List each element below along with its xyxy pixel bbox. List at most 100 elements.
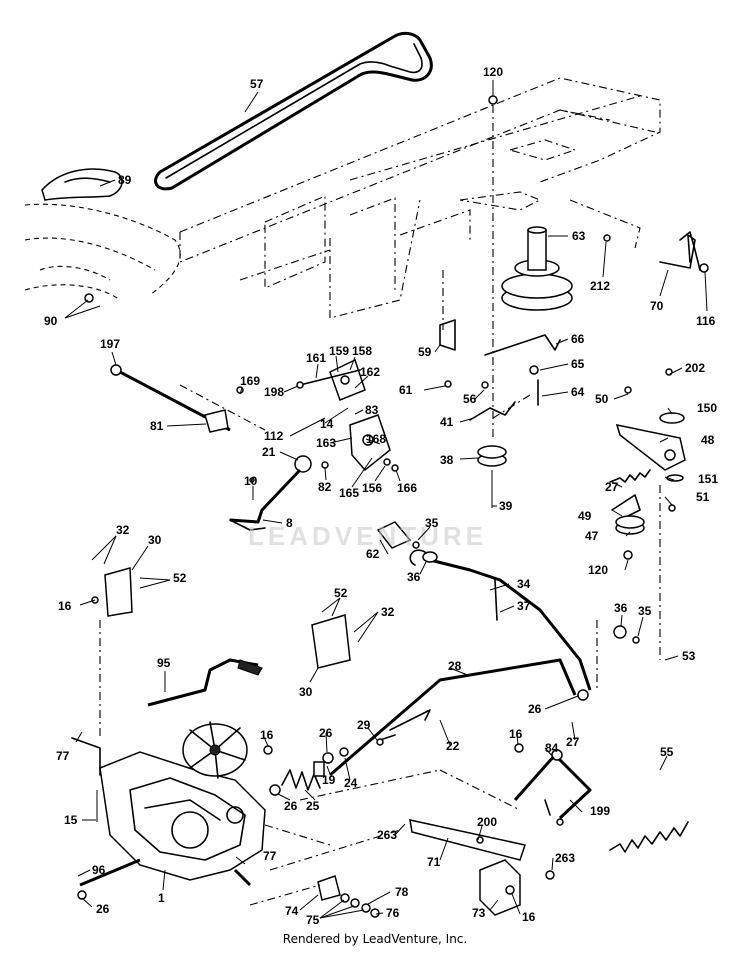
- callout-10: 10: [244, 474, 258, 488]
- callout-49: 49: [578, 509, 592, 523]
- transaxle: [71, 721, 266, 887]
- callout-116: 116: [696, 314, 716, 328]
- callout-26-axle: 26: [96, 902, 110, 916]
- idler-bracket-70: [659, 234, 696, 269]
- shift-lever: [229, 455, 312, 531]
- callout-120-lower: 120: [588, 563, 608, 577]
- callout-75: 75: [306, 913, 320, 927]
- callout-16-fan: 16: [260, 728, 274, 742]
- callout-82: 82: [318, 480, 332, 494]
- mount-bracket-30a: [104, 567, 133, 617]
- callout-51: 51: [696, 490, 710, 504]
- callout-56: 56: [463, 392, 477, 406]
- spring-27-upper: [609, 469, 651, 483]
- callout-19: 19: [322, 773, 336, 787]
- callout-53: 53: [682, 649, 696, 663]
- leader-lines: [64, 80, 708, 919]
- callout-120: 120: [483, 65, 503, 79]
- callout-21: 21: [262, 445, 276, 459]
- callout-26-spring: 26: [319, 726, 333, 740]
- callout-41: 41: [440, 415, 454, 429]
- callout-32-center: 32: [381, 605, 395, 619]
- callout-73: 73: [472, 906, 486, 920]
- callout-112: 112: [264, 429, 284, 443]
- callout-25: 25: [306, 799, 320, 813]
- belt-keeper-66: [484, 334, 561, 356]
- callout-83: 83: [365, 403, 379, 417]
- clutch-bracket: [299, 358, 391, 472]
- belt-guide-41: [469, 401, 516, 421]
- callout-169: 169: [240, 374, 260, 388]
- callout-59: 59: [418, 345, 432, 359]
- alignment-lines: [99, 105, 661, 906]
- callout-66: 66: [571, 332, 585, 346]
- seat-pad: [41, 168, 123, 201]
- callout-165: 165: [339, 486, 359, 500]
- callout-34: 34: [517, 577, 531, 591]
- callout-30-center: 30: [299, 685, 313, 699]
- extension-spring-55: [609, 821, 689, 853]
- callout-27-lower: 27: [566, 735, 580, 749]
- callout-16-bracket: 16: [522, 910, 536, 924]
- callout-32-left: 32: [116, 523, 130, 537]
- frame-outline: [179, 77, 661, 319]
- pedal-shaft-84: [513, 749, 592, 820]
- callout-22: 22: [446, 739, 460, 753]
- callout-166: 166: [397, 481, 417, 495]
- callout-1: 1: [158, 891, 165, 905]
- callout-35-lower: 35: [638, 604, 652, 618]
- callout-168: 168: [366, 432, 386, 446]
- callout-89: 89: [118, 173, 132, 187]
- callout-65: 65: [571, 357, 585, 371]
- callout-84: 84: [545, 741, 559, 755]
- spring-25-group: [269, 747, 349, 796]
- callout-74: 74: [285, 904, 299, 918]
- park-brake-rod: [147, 658, 263, 707]
- callout-29: 29: [357, 718, 371, 732]
- engine-pulley: [501, 226, 573, 311]
- callout-71: 71: [427, 855, 441, 869]
- callout-55: 55: [660, 745, 674, 759]
- bushing-74-group: [317, 875, 380, 918]
- callout-156: 156: [362, 481, 382, 495]
- callout-47: 47: [585, 529, 599, 543]
- callout-labels: 57 89 90 120 63 212 70 116 197 161 159 1…: [44, 65, 718, 927]
- callout-50: 50: [595, 392, 609, 406]
- callout-24: 24: [344, 776, 358, 790]
- callout-200: 200: [477, 815, 497, 829]
- callout-26-trans: 26: [284, 799, 298, 813]
- callout-212: 212: [590, 279, 610, 293]
- belt-guide-59: [439, 319, 456, 351]
- callout-90: 90: [44, 314, 58, 328]
- brake-plate-71: [409, 819, 526, 916]
- callout-162: 162: [360, 365, 380, 379]
- callout-151: 151: [698, 472, 718, 486]
- callout-198: 198: [264, 385, 284, 399]
- callout-64: 64: [571, 385, 585, 399]
- idler-pulley-47: [611, 494, 645, 535]
- callout-199: 199: [590, 804, 610, 818]
- idler-pulley-38: [477, 445, 507, 508]
- drive-rod-34: [409, 549, 592, 691]
- callout-39: 39: [499, 499, 513, 513]
- callout-35-upper: 35: [425, 516, 439, 530]
- callout-158: 158: [352, 344, 372, 358]
- callout-52-left: 52: [173, 571, 187, 585]
- callout-37: 37: [517, 599, 531, 613]
- footer-credit: Rendered by LeadVenture, Inc.: [282, 932, 468, 946]
- callout-8: 8: [286, 516, 293, 530]
- callout-63: 63: [572, 229, 586, 243]
- callout-15: 15: [64, 813, 78, 827]
- callout-61: 61: [399, 383, 413, 397]
- callout-57: 57: [250, 77, 264, 91]
- callout-16-pedal: 16: [509, 727, 523, 741]
- drive-belt: [154, 31, 433, 191]
- callout-28: 28: [448, 659, 462, 673]
- callout-14: 14: [320, 417, 334, 431]
- fender-outline: [24, 203, 181, 301]
- callout-78: 78: [395, 885, 409, 899]
- callout-150: 150: [697, 401, 717, 415]
- spacer-62: [376, 521, 438, 563]
- callout-95: 95: [157, 656, 171, 670]
